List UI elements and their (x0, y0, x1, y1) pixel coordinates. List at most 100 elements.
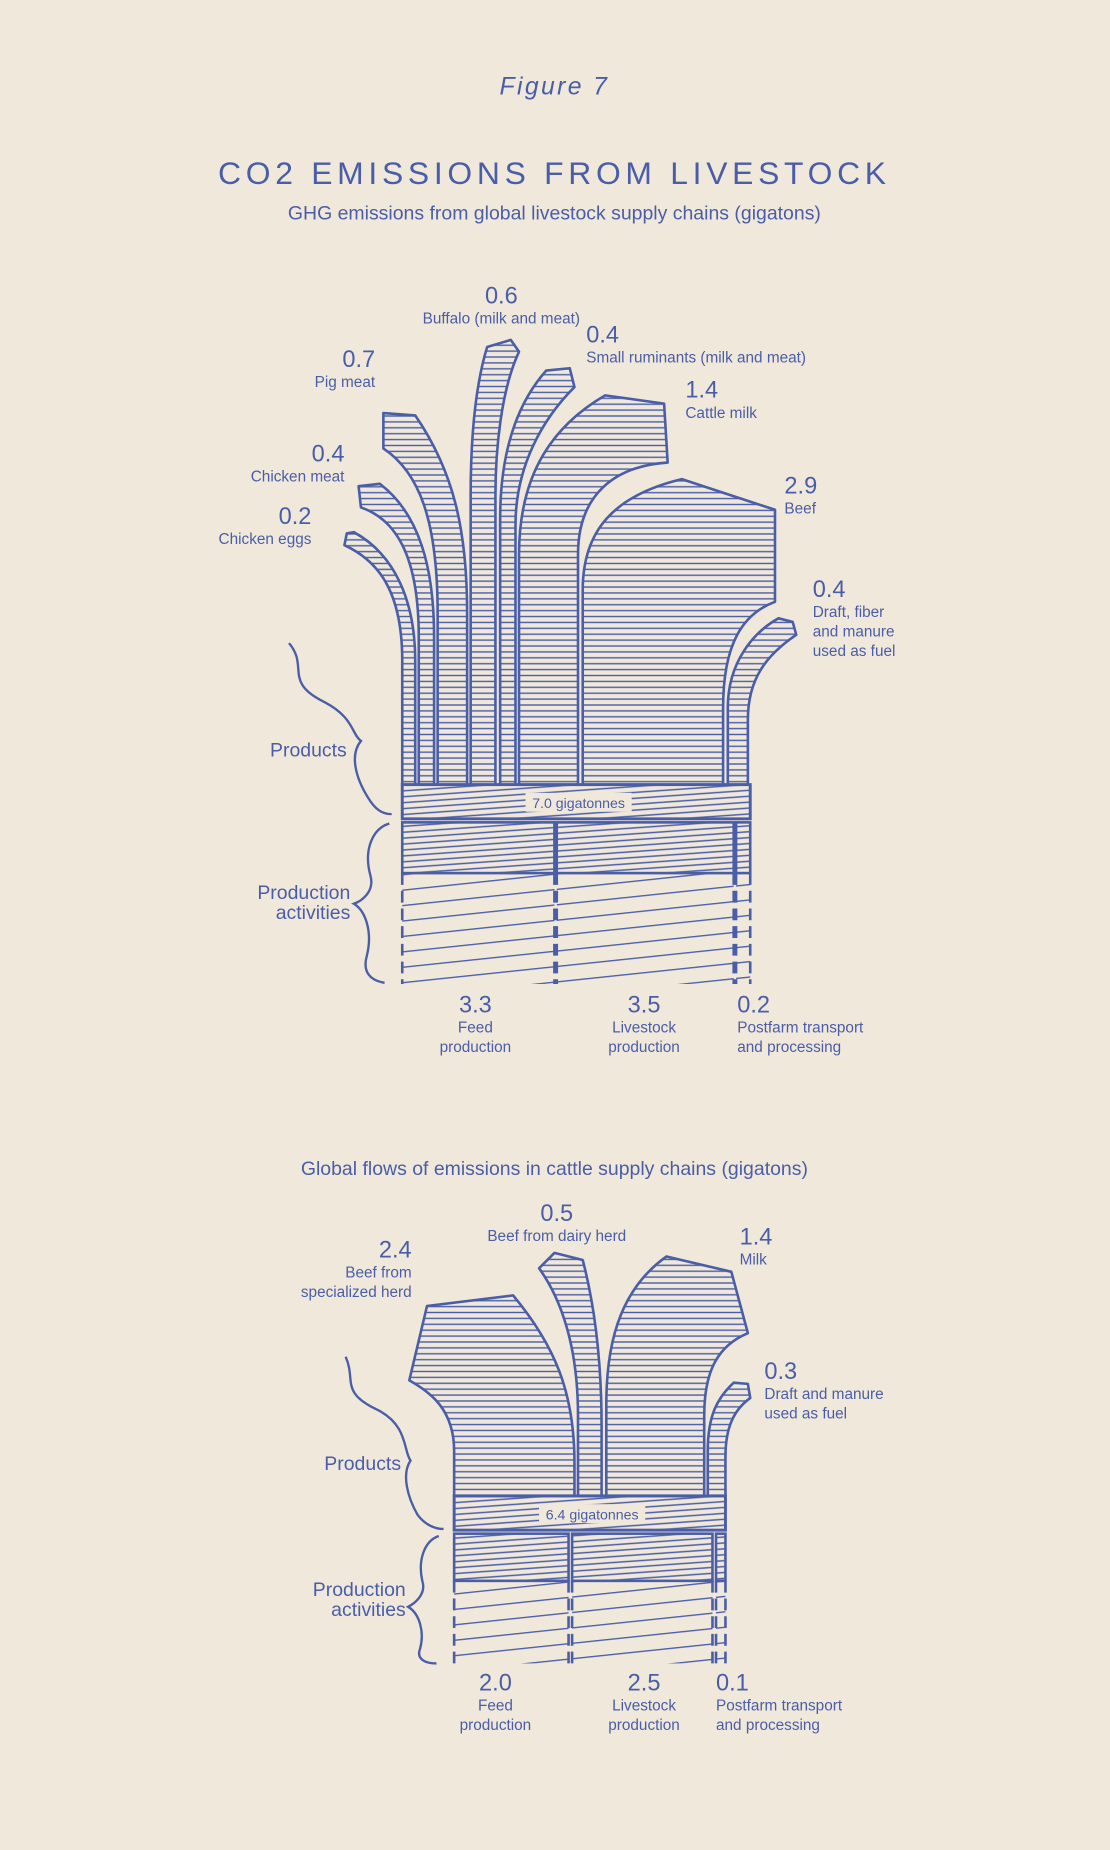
value-label: 0.2 (737, 991, 770, 1017)
value-label: 2.5 (628, 1670, 661, 1696)
value-label: 1.4 (740, 1224, 773, 1250)
activity-flow (734, 821, 752, 984)
products-brace (344, 1356, 444, 1531)
product-flow (726, 617, 798, 786)
page-title: CO2 EMISSIONS FROM LIVESTOCK (218, 155, 891, 191)
value-label: 3.3 (459, 991, 492, 1017)
category-label: Chicken eggs (219, 531, 312, 548)
category-label: used as fuel (813, 643, 896, 660)
figure-label: Figure 7 (500, 74, 610, 101)
category-label: Small ruminants (milk and meat) (586, 349, 806, 366)
category-label: Postfarm transport (716, 1698, 843, 1715)
activity-flow (555, 821, 736, 984)
value-label: 0.4 (312, 440, 345, 466)
value-label: 0.1 (716, 1670, 749, 1696)
category-label: and processing (737, 1039, 841, 1056)
products-label: Products (270, 739, 347, 761)
value-label: 0.2 (279, 503, 312, 529)
value-label: 0.7 (342, 346, 375, 372)
category-label: production (460, 1717, 532, 1734)
activity-flow (714, 1532, 727, 1664)
activity-flow (452, 1532, 570, 1664)
category-label: Milk (740, 1252, 768, 1269)
product-flow (382, 411, 469, 786)
category-label: Livestock (612, 1698, 676, 1715)
activity-flow (570, 1532, 714, 1664)
category-label: Draft and manure (764, 1386, 883, 1403)
category-label: Postfarm transport (737, 1019, 864, 1036)
total-label: 6.4 gigatonnes (546, 1507, 639, 1523)
product-flow (469, 338, 521, 786)
category-label: Feed (458, 1019, 493, 1036)
activities-label: Production (257, 882, 350, 904)
product-flow (498, 366, 576, 786)
category-label: Beef from dairy herd (487, 1228, 626, 1245)
total-label-bg (539, 1504, 646, 1524)
value-label: 0.4 (813, 576, 846, 602)
activity-flow (400, 821, 556, 984)
category-label: specialized herd (301, 1284, 412, 1301)
product-flow (706, 1381, 752, 1498)
activities-brace (351, 822, 390, 984)
value-label: 0.3 (764, 1358, 797, 1384)
product-flow (537, 1251, 603, 1498)
chart2-title: Global flows of emissions in cattle supp… (301, 1158, 808, 1180)
category-label: used as fuel (764, 1406, 847, 1423)
activities-brace (405, 1534, 440, 1665)
category-label: Beef from (345, 1265, 411, 1282)
product-flow (343, 530, 417, 786)
value-label: 0.6 (485, 282, 518, 308)
category-label: Feed (478, 1698, 513, 1715)
category-label: Livestock (612, 1019, 676, 1036)
category-label: and manure (813, 624, 895, 641)
category-label: Buffalo (milk and meat) (423, 310, 580, 327)
category-label: production (608, 1039, 680, 1056)
category-label: Beef (784, 500, 816, 517)
products-brace (288, 642, 392, 816)
value-label: 2.0 (479, 1670, 512, 1696)
category-label: Cattle milk (685, 405, 757, 422)
product-flow (408, 1294, 576, 1498)
category-label: and processing (716, 1717, 820, 1734)
product-flow (605, 1255, 750, 1498)
value-label: 3.5 (628, 991, 661, 1017)
activities-label: activities (276, 902, 351, 924)
value-label: 2.9 (784, 472, 817, 498)
product-flow (517, 394, 669, 786)
category-label: Pig meat (315, 374, 376, 391)
activities-label: activities (331, 1599, 406, 1621)
value-label: 0.4 (586, 321, 619, 347)
total-label: 7.0 gigatonnes (532, 795, 625, 811)
products-label: Products (324, 1453, 401, 1475)
value-label: 0.5 (540, 1200, 573, 1226)
product-flow (581, 477, 777, 786)
category-label: production (608, 1717, 680, 1734)
value-label: 1.4 (685, 377, 718, 403)
chart1-title: GHG emissions from global livestock supp… (288, 203, 821, 225)
total-label-bg (525, 792, 632, 812)
category-label: Draft, fiber (813, 604, 885, 621)
activities-label: Production (313, 1579, 406, 1601)
category-label: Chicken meat (251, 468, 345, 485)
category-label: production (440, 1039, 512, 1056)
